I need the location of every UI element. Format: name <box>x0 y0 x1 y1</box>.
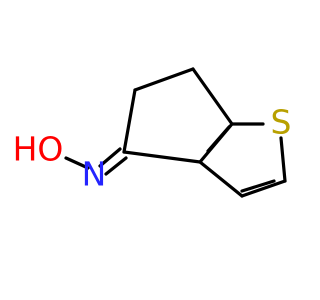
nitrogen-atom-label: N <box>82 155 107 194</box>
bond-c2-c3-inner <box>240 179 276 193</box>
bond-c2-c3 <box>240 179 287 198</box>
bond-c3-c3a <box>198 160 244 198</box>
bond-c4-c3a <box>122 150 202 164</box>
bond-c4-n-double-2 <box>104 156 128 176</box>
bond-ch2-ch2 <box>133 67 195 92</box>
bond-ch2-c4 <box>122 88 137 154</box>
sulfur-atom-label: S <box>271 103 292 142</box>
bond-c3a-c7a-inner <box>206 125 231 153</box>
bond-ch2-c7a <box>191 67 234 126</box>
bond-n-o <box>64 156 90 170</box>
hydroxyl-group-label: HO <box>13 130 64 169</box>
molecule-structure: S N HO <box>13 67 292 198</box>
bond-s-c2 <box>279 136 287 183</box>
bond-c4-n-double-1 <box>98 147 122 168</box>
